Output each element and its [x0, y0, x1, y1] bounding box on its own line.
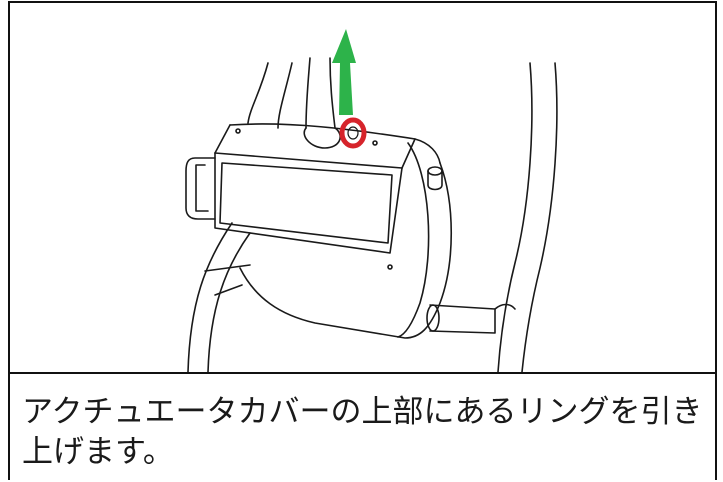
- ring-icon: [339, 117, 367, 149]
- caption-line-2: 上げます。: [22, 434, 174, 470]
- cover-top-edge: [229, 123, 441, 164]
- caption-line-1: アクチュエータカバーの上部にあるリングを引き: [22, 394, 703, 430]
- upper-tube-left-outer: [247, 62, 269, 124]
- illustration-panel: [8, 1, 717, 374]
- actuator-cover-illustration: [185, 29, 558, 372]
- left-frame: [187, 222, 233, 372]
- right-frame: [497, 62, 533, 372]
- pull-up-arrow-icon: [332, 29, 356, 115]
- instruction-caption: アクチュエータカバーの上部にあるリングを引き 上げます。: [22, 392, 712, 472]
